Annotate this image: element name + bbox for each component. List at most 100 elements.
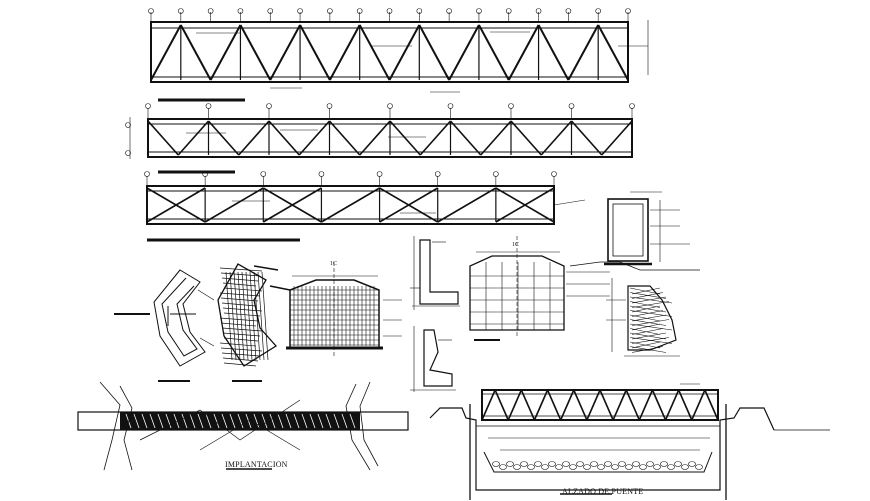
elev-diagonal <box>573 389 588 421</box>
bracing-diagonal <box>328 120 361 156</box>
grid-bubble <box>476 8 482 14</box>
site-plan <box>77 381 409 471</box>
truss-diagonal <box>388 24 421 81</box>
grid-bubble <box>267 8 274 14</box>
rebar <box>221 277 259 282</box>
retaining-wall-section-1 <box>410 236 460 310</box>
grid-bubble <box>508 103 514 109</box>
grid-bubble <box>535 8 542 14</box>
grid-bubble <box>447 103 454 109</box>
plan-tick <box>189 413 196 429</box>
bracing-diagonal <box>204 187 264 223</box>
plan-tick <box>173 413 180 429</box>
riprap-stone <box>646 461 654 467</box>
elev-diagonal <box>520 389 536 421</box>
elev-diagonal <box>533 389 549 421</box>
grid-bubble <box>565 8 572 14</box>
elev-diagonal <box>546 389 562 421</box>
plan-tick <box>149 413 156 429</box>
grid-bubble <box>595 8 601 14</box>
grid-bubble <box>148 8 154 14</box>
rebar <box>229 271 237 361</box>
axis-mark-1: 1C <box>330 261 337 267</box>
elev-diagonal <box>691 389 706 421</box>
plan-tick <box>261 413 268 429</box>
riprap-stone <box>681 464 689 470</box>
hatch-line <box>631 287 661 295</box>
elev-diagonal <box>612 389 627 421</box>
hatch-line <box>629 310 673 317</box>
rebar <box>219 317 259 322</box>
bracing-diagonal <box>379 187 439 223</box>
rebar <box>245 271 253 361</box>
bracing-diagonal <box>268 120 300 156</box>
bracing-diagonal <box>238 120 270 156</box>
rebar <box>223 362 257 367</box>
plan-tick <box>269 413 276 429</box>
hatch-line <box>631 314 667 322</box>
bracing-diagonal <box>419 120 452 156</box>
hatch-line <box>631 337 670 344</box>
bracing-diagonal <box>207 120 240 156</box>
grid-bubble <box>144 171 150 177</box>
plan-tick <box>133 413 140 429</box>
riprap-stone <box>583 464 591 470</box>
riprap-stone <box>625 464 633 470</box>
elev-diagonal <box>559 389 575 421</box>
truss-diagonal <box>537 24 570 81</box>
box-section <box>604 191 690 266</box>
bracing-diagonal <box>146 187 206 223</box>
rebar <box>220 322 257 327</box>
rebar <box>221 302 257 307</box>
truss-diagonal <box>299 24 331 81</box>
riprap-stone <box>590 461 598 467</box>
grid-bubble <box>125 122 131 128</box>
abutment-cross-section <box>569 261 700 357</box>
elev-diagonal <box>651 389 667 421</box>
retaining-wall-section-2 <box>410 326 456 392</box>
bracing-diagonal <box>298 120 331 156</box>
plan-tick <box>325 413 332 429</box>
riprap-stone <box>611 464 619 470</box>
hatch-line <box>631 346 664 353</box>
grid-bubble <box>318 171 325 177</box>
grid-bubble <box>505 8 512 14</box>
hatch-line <box>631 323 661 331</box>
elev-diagonal <box>704 389 719 421</box>
bracing-diagonal <box>262 187 322 223</box>
bracing-diagonal <box>177 120 210 156</box>
bracing-diagonal <box>510 120 542 156</box>
hatch-line <box>629 314 661 322</box>
plan-tick <box>341 413 348 429</box>
grid-bubble <box>207 8 214 14</box>
truss-diagonal <box>418 24 451 81</box>
plan-tick <box>237 413 244 429</box>
bracing-diagonal <box>540 120 573 156</box>
riprap-stone <box>569 464 577 470</box>
riprap-stone <box>639 464 647 470</box>
hatch-line <box>631 292 664 299</box>
plan-tick <box>229 413 236 429</box>
riprap-stone <box>513 464 521 470</box>
riprap-stone <box>597 464 605 470</box>
truss-diagonal <box>239 24 272 81</box>
rebar <box>257 271 265 361</box>
rebar <box>220 347 263 352</box>
plan-tick <box>285 413 292 429</box>
truss-elevation-top <box>148 8 649 102</box>
curved-deck-plan-reinforcement <box>217 263 291 382</box>
site-plan-label: IMPLANTACION <box>225 460 288 469</box>
riprap-stone <box>527 464 535 470</box>
grid-bubble <box>260 171 267 177</box>
riprap-stone <box>534 461 542 467</box>
riprap-stone <box>499 464 507 470</box>
rebar <box>222 282 257 287</box>
axis-mark-2: 1C <box>512 242 519 248</box>
grid-bubble <box>266 103 272 109</box>
grid-bubble <box>416 8 423 14</box>
plan-tick <box>221 413 228 429</box>
riprap-stone <box>541 464 549 470</box>
plan-tick <box>165 413 172 429</box>
grid-bubble <box>629 103 635 109</box>
